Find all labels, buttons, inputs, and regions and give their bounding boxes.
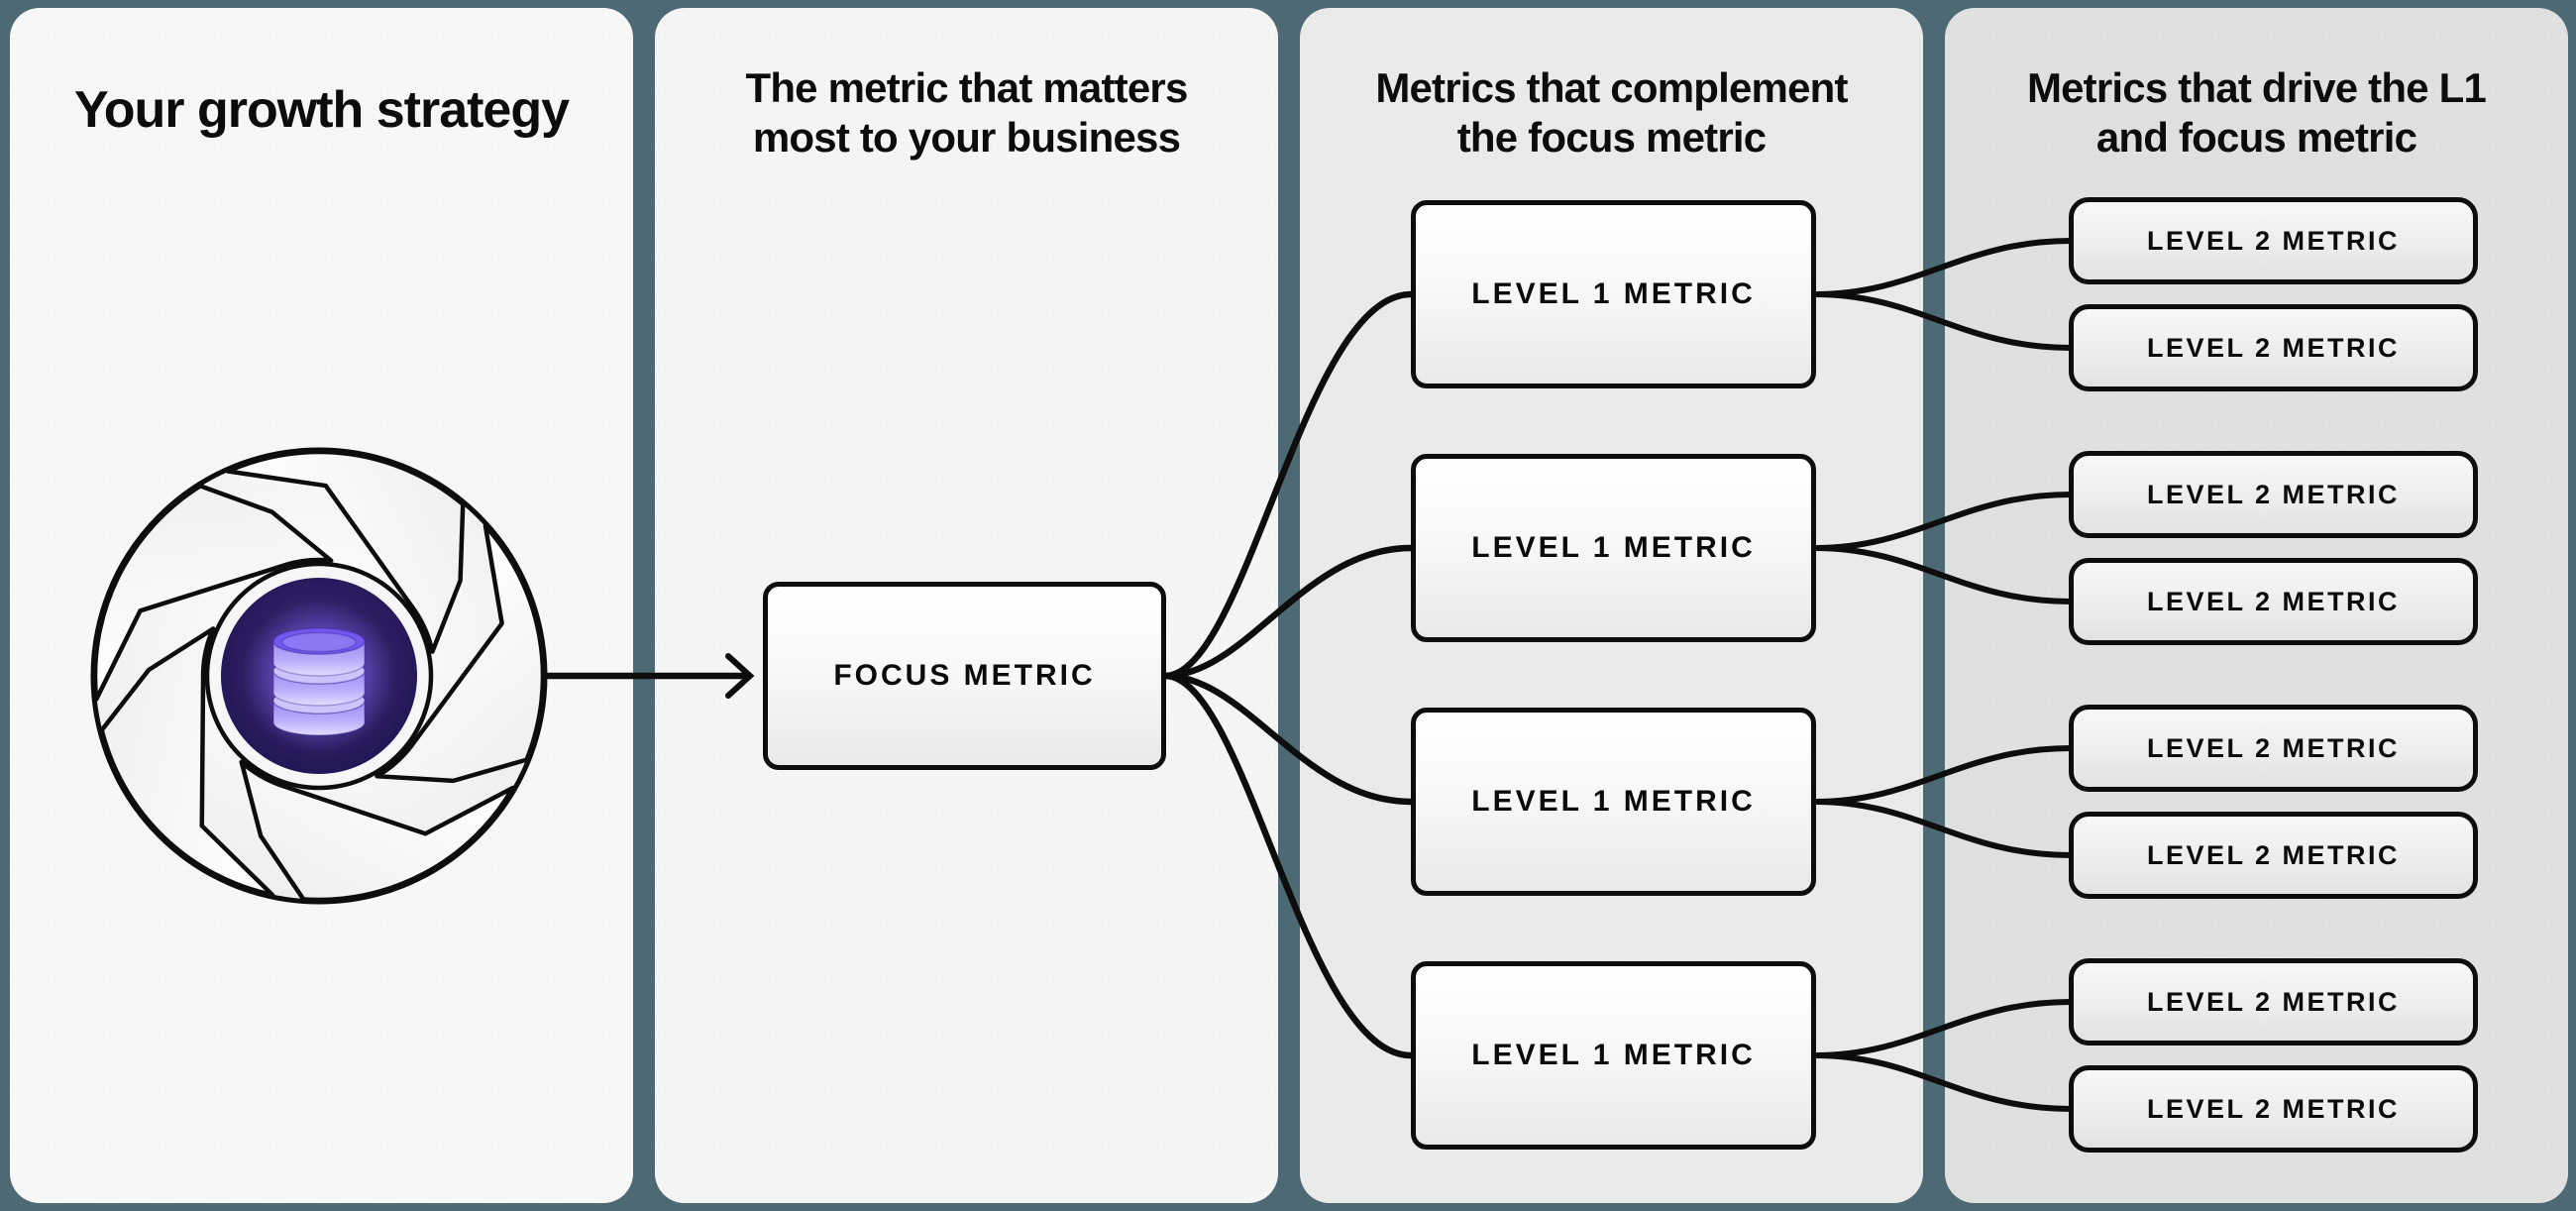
database-icon [272, 627, 366, 736]
panel-title-line: most to your business [752, 114, 1181, 161]
level-2-metric-label: LEVEL 2 METRIC [2146, 1093, 2401, 1124]
level-1-metric-node: LEVEL 1 METRIC [1411, 708, 1816, 896]
level-1-metric-node: LEVEL 1 METRIC [1411, 200, 1816, 388]
level-2-metric-node: LEVEL 2 METRIC [2069, 304, 2478, 391]
level-1-metric-node: LEVEL 1 METRIC [1411, 454, 1816, 642]
level-2-metric-label: LEVEL 2 METRIC [2146, 225, 2401, 256]
panel-title: Metrics that drive the L1 and focus metr… [1945, 8, 2568, 163]
level-2-metric-node: LEVEL 2 METRIC [2069, 451, 2478, 538]
level-1-metric-label: LEVEL 1 METRIC [1471, 1039, 1756, 1071]
level-2-metric-node: LEVEL 2 METRIC [2069, 197, 2478, 284]
level-2-metric-node: LEVEL 2 METRIC [2069, 705, 2478, 792]
level-2-metric-node: LEVEL 2 METRIC [2069, 958, 2478, 1046]
panel-title-line: The metric that matters [745, 64, 1188, 111]
panel-title-line: the focus metric [1456, 114, 1767, 161]
flywheel-database-icon [90, 447, 548, 905]
focus-metric-node: FOCUS METRIC [763, 582, 1166, 770]
level-2-metric-node: LEVEL 2 METRIC [2069, 812, 2478, 899]
level-2-metric-label: LEVEL 2 METRIC [2146, 479, 2401, 509]
flywheel-blades [92, 449, 546, 903]
level-2-metric-node: LEVEL 2 METRIC [2069, 558, 2478, 645]
panel-title: Your growth strategy [10, 8, 633, 138]
level-2-metric-label: LEVEL 2 METRIC [2146, 839, 2401, 870]
panel-title-line: Metrics that complement [1375, 64, 1848, 111]
level-1-metric-node: LEVEL 1 METRIC [1411, 961, 1816, 1150]
panel-title: Metrics that complement the focus metric [1300, 8, 1923, 163]
focus-metric-label: FOCUS METRIC [833, 659, 1096, 692]
panel-title: The metric that matters most to your bus… [655, 8, 1278, 163]
panel-title-line: Your growth strategy [73, 81, 570, 139]
panel-title-line: Metrics that drive the L1 [2026, 64, 2487, 111]
level-2-metric-label: LEVEL 2 METRIC [2146, 586, 2401, 616]
level-1-metric-label: LEVEL 1 METRIC [1471, 531, 1756, 564]
level-1-metric-label: LEVEL 1 METRIC [1471, 277, 1756, 310]
panel-title-line: and focus metric [2095, 114, 2417, 161]
level-2-metric-label: LEVEL 2 METRIC [2146, 986, 2401, 1017]
level-2-metric-label: LEVEL 2 METRIC [2146, 732, 2401, 763]
level-2-metric-label: LEVEL 2 METRIC [2146, 332, 2401, 363]
level-2-metric-node: LEVEL 2 METRIC [2069, 1065, 2478, 1153]
level-1-metric-label: LEVEL 1 METRIC [1471, 785, 1756, 818]
